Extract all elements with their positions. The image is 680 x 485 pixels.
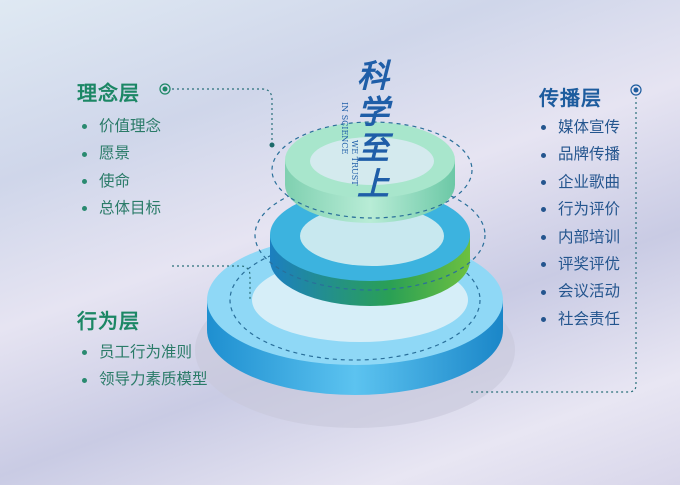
list-item: 行为评价 [541,196,620,223]
list-item: 社会责任 [541,306,620,333]
communication-layer-list: 媒体宣传 品牌传播 企业歌曲 行为评价 内部培训 评奖评优 会议活动 社会责任 [541,114,620,333]
list-item: 企业歌曲 [541,169,620,196]
list-item: 媒体宣传 [541,114,620,141]
concept-layer-list: 价值理念 愿景 使命 总体目标 [82,113,161,223]
communication-layer-title: 传播层 [539,86,602,110]
list-item: 内部培训 [541,224,620,251]
list-item: 价值理念 [82,113,161,140]
list-item: 评奖评优 [541,251,620,278]
logo-english-1: IN SCIENCE [340,102,349,155]
marker-icons [159,83,642,148]
list-item: 使命 [82,168,161,195]
logo-science-first: 科学至上 IN SCIENCE WE TRUST [340,57,405,208]
logo-chinese: 科学至上 [357,57,390,203]
behavior-layer-title: 行为层 [77,309,140,333]
logo-english-2: WE TRUST [350,140,359,186]
list-item: 会议活动 [541,278,620,305]
top-ring [285,122,455,223]
list-item: 愿景 [82,140,161,167]
behavior-layer-list: 员工行为准则 领导力素质模型 [82,339,208,394]
connector-lines [172,88,637,393]
concept-layer-title: 理念层 [77,81,140,105]
list-item: 领导力素质模型 [82,366,208,393]
list-item: 总体目标 [82,195,161,222]
list-item: 品牌传播 [541,141,620,168]
list-item: 员工行为准则 [82,339,208,366]
